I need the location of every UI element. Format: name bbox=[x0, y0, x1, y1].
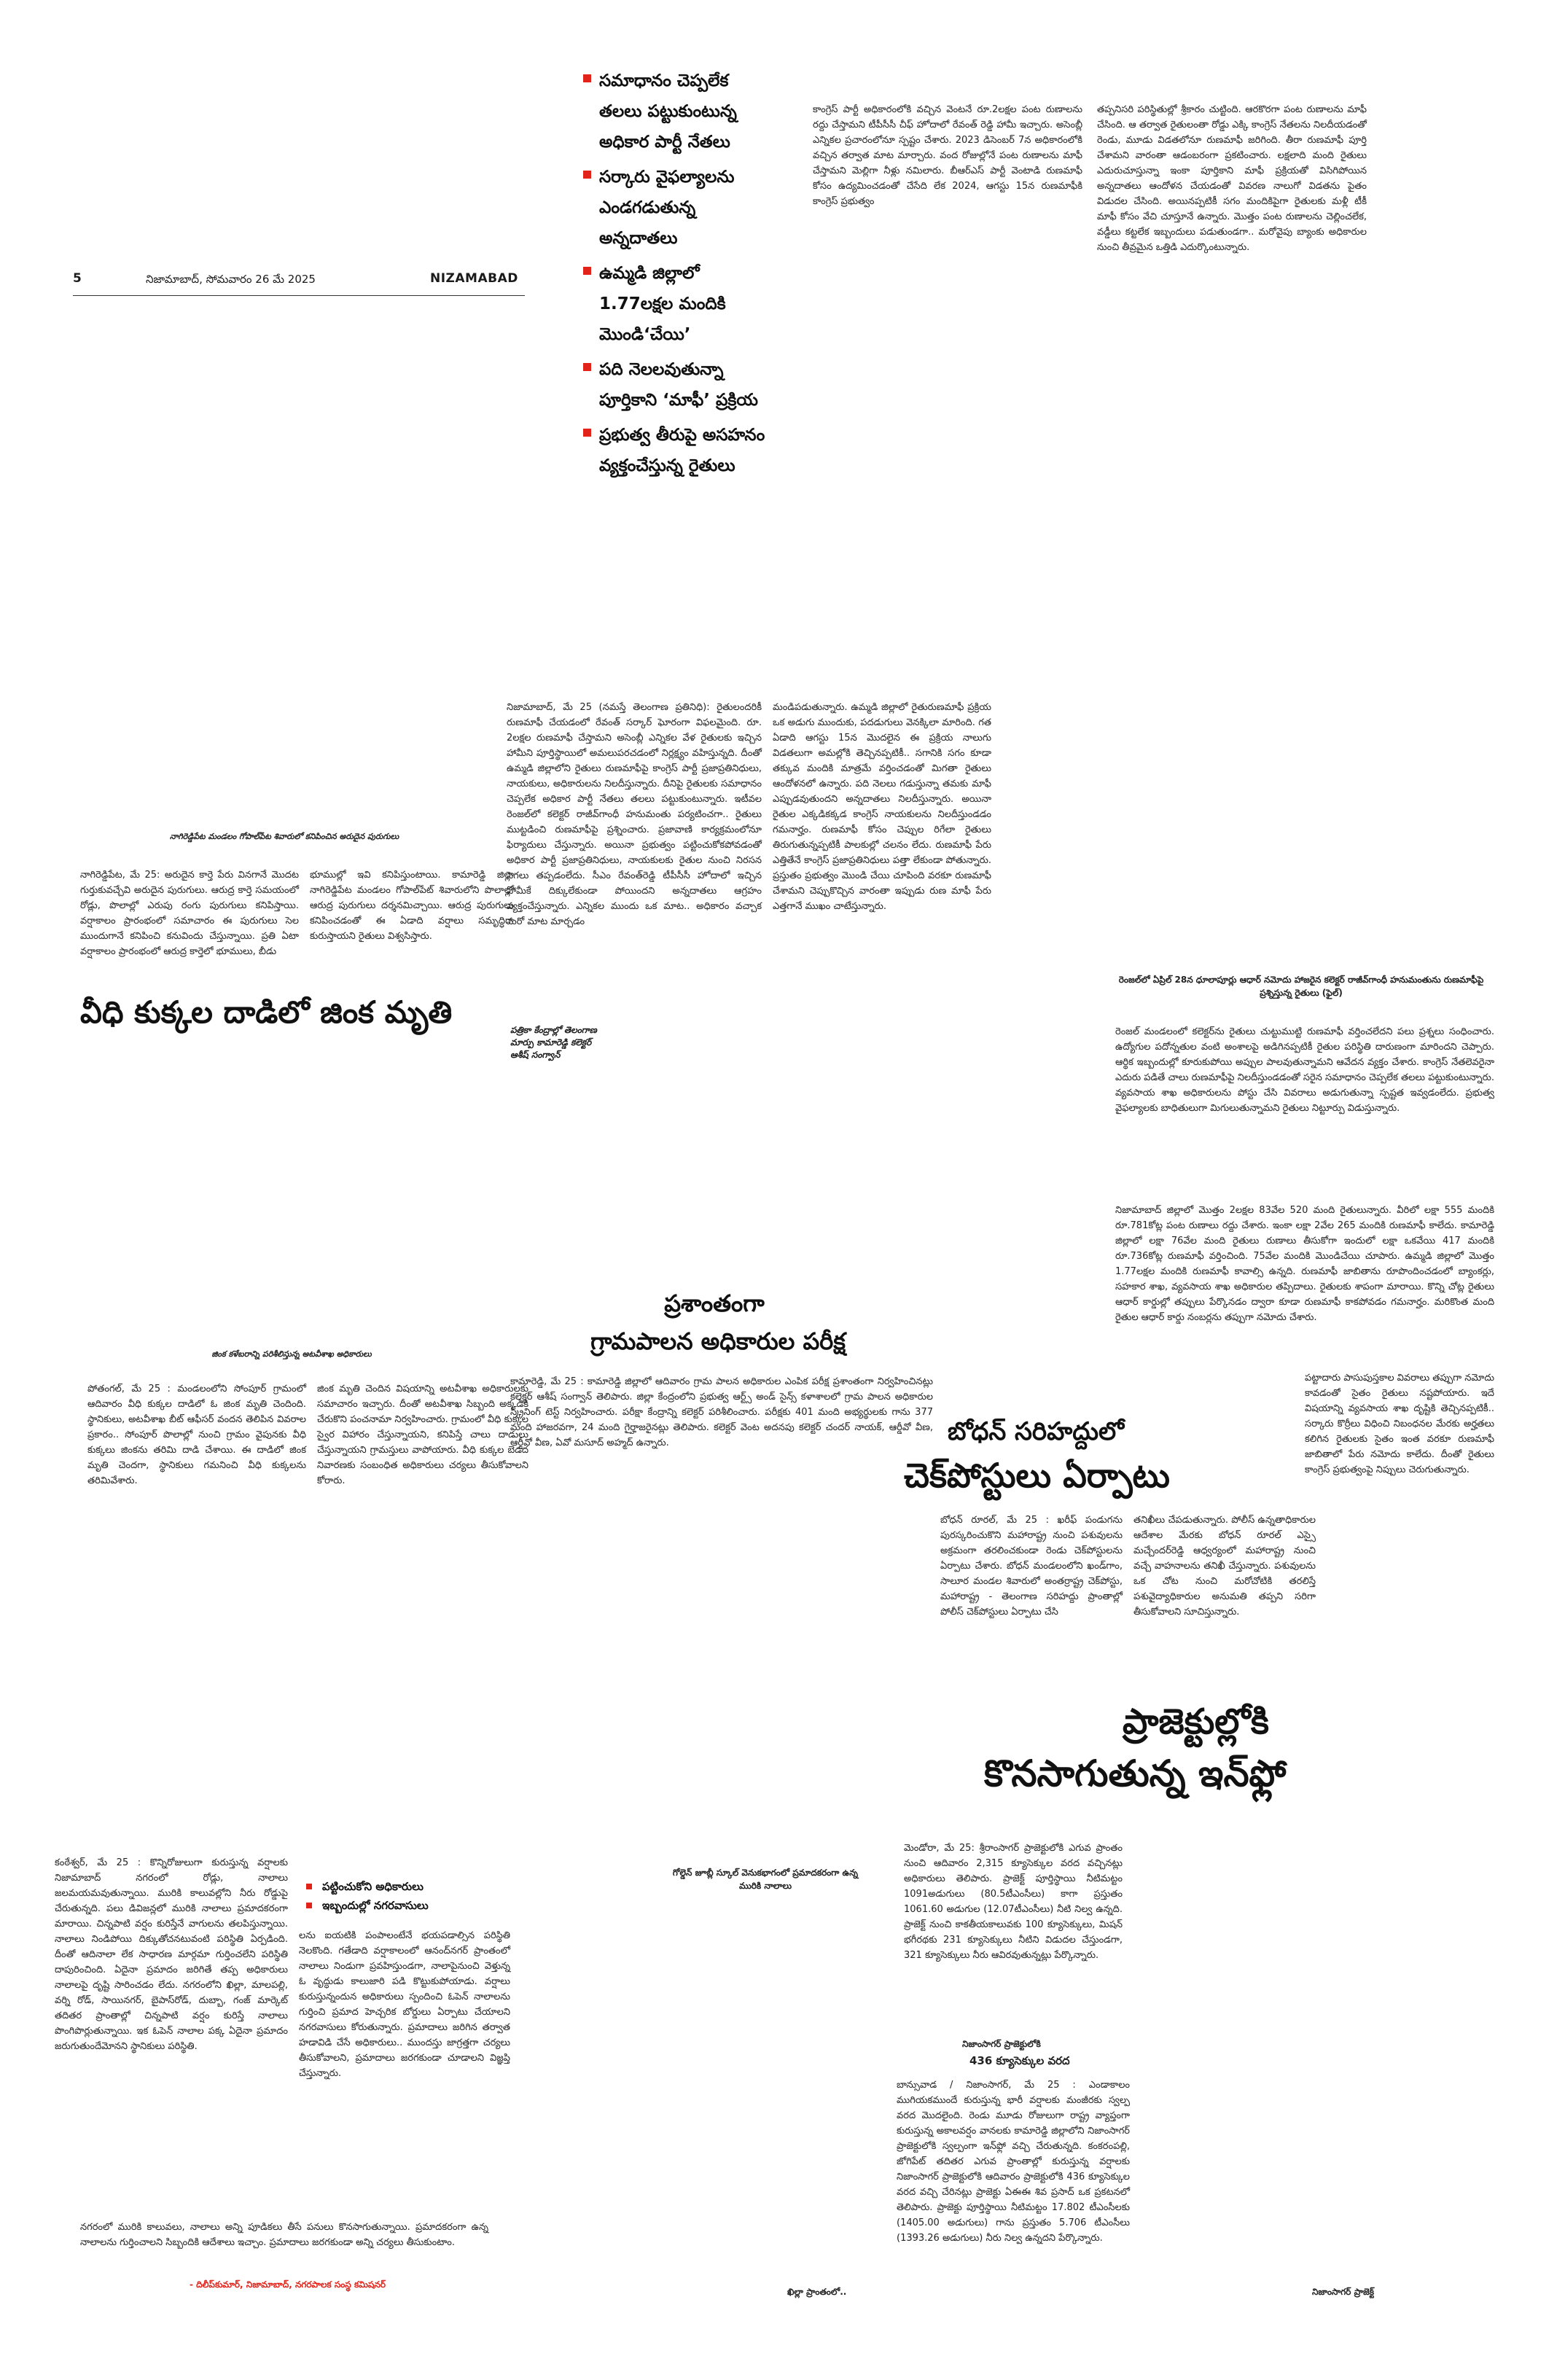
stats-story-col-a: నిజామాబాద్ జిల్లాలో మొత్తం 2లక్షల 83వేల … bbox=[1115, 1205, 1494, 1323]
top-story-col-a: కాంగ్రెస్ పార్టీ అధికారంలోకి వచ్చిన వెంట… bbox=[813, 104, 1082, 207]
checkpost-col-a: బోధన్ రూరల్, మే 25 : ఖరీఫ్ పండుగను పురస్… bbox=[940, 1515, 1123, 1618]
inflow-headline-2: కొనసాగుతున్న ఇన్‌ఫ్లో bbox=[984, 1752, 1287, 1795]
checkpost-headline-1: బోధన్ సరిహద్దులో bbox=[948, 1417, 1124, 1446]
drain-col-b: లను ఐయటికి పంపాలంటేనే భయపడాల్సిన పరిస్థి… bbox=[299, 1930, 510, 2079]
highlight-1: సమాధానం చెప్పలేక తలలు పట్టుకుంటున్న అధిక… bbox=[583, 66, 769, 157]
drain-highlights: పట్టించుకోని అధికారులు ఇబ్బందుల్లో నగరవా… bbox=[306, 1877, 510, 1915]
inflow-col-a: మెండోరా, మే 25: శ్రీరాంసాగర్ ప్రాజెక్టుల… bbox=[904, 1843, 1123, 1961]
page-number: 5 bbox=[73, 271, 82, 286]
insect-col-a: నాగిరెడ్డిపేట, మే 25: అరుదైన కార్తె పేరు… bbox=[80, 870, 299, 957]
checkpost-headline-2: చెక్‌పోస్టులు ఏర్పాటు bbox=[904, 1456, 1170, 1495]
drain-quote-credit: - దిలీప్‌కుమార్, నిజామాబాద్, నగరపాలక సంస… bbox=[190, 2278, 510, 2291]
inflow-headline-1: ప్రాజెక్టుల్లోకి bbox=[1123, 1701, 1269, 1742]
highlight-3: ఉమ్మడి జిల్లాలో 1.77లక్షల మందికి మొండి‘చ… bbox=[583, 258, 769, 350]
insect-kicker: నాగిరెడ్డిపేట మండలం గోపాల్‌పేట శివారులో … bbox=[169, 832, 399, 841]
insect-col-b: భూముల్లో ఇవి కనిపిస్తుంటాయి. కామారెడ్డి … bbox=[310, 870, 514, 942]
inflow-sub-1: నిజాంసాగర్ ప్రాజెక్టులోకి bbox=[962, 2039, 1041, 2049]
drain-highlight-2: ఇబ్బందుల్లో నగరవాసులు bbox=[306, 1896, 510, 1915]
highlight-4: పది నెలలవుతున్నా పూర్తికాని ‘మాఫీ’ ప్రక్… bbox=[583, 354, 769, 415]
highlight-5: ప్రభుత్వ తీరుపై అసహనం వ్యక్తంచేస్తున్న ర… bbox=[583, 420, 769, 481]
section-name: NIZAMABAD bbox=[430, 271, 518, 286]
drain-highlight-1: పట్టించుకోని అధికారులు bbox=[306, 1877, 510, 1896]
drain-quote-credit-text: - దిలీప్‌కుమార్, నిజామాబాద్, నగరపాలక సంస… bbox=[190, 2279, 386, 2290]
renjal-story-col: రెంజల్ మండలంలో కలెక్టర్‌ను రైతులు చుట్టు… bbox=[1115, 1026, 1494, 1114]
deer-col-a: పోతంగల్, మే 25 : మండలంలోని సోంపూర్ గ్రామ… bbox=[87, 1384, 306, 1486]
exam-headline-2: గ్రామపాలన అధికారుల పరీక్ష bbox=[590, 1327, 846, 1355]
inflow-sub-2: 436 క్యూసెక్కుల వరద bbox=[969, 2054, 1070, 2067]
inflow-col-b: బాన్సువాడ / నిజాంసాగర్, మే 25 : ఎండాకాలం… bbox=[897, 2080, 1130, 2244]
main-story-col-a: నిజామాబాద్, మే 25 (నమస్తే తెలంగాణ ప్రతిన… bbox=[507, 702, 762, 927]
highlight-2: సర్కారు వైఫల్యాలను ఎండగడుతున్న అన్నదాతలు bbox=[583, 162, 769, 254]
top-story-highlights: సమాధానం చెప్పలేక తలలు పట్టుకుంటున్న అధిక… bbox=[583, 66, 769, 485]
drain-photo-caption-1: గోల్డెన్ జూబ్లీ స్కూల్ వెనుకభాగంలో ప్రమా… bbox=[672, 1868, 859, 1891]
deer-col-b: జింక మృతి చెందిన విషయాన్ని అటవీశాఖ అధికా… bbox=[317, 1384, 528, 1486]
deer-photo-kicker: జింక కళేబరాన్ని పరిశీలిస్తున్న అటవీశాఖ అ… bbox=[211, 1349, 372, 1359]
drain-quote: నగరంలో మురికి కాలువలు, నాలాలు అన్ని పూడి… bbox=[80, 2222, 488, 2248]
exam-story-body: కామారెడ్డి, మే 25 : కామారెడ్డి జిల్లాలో … bbox=[510, 1376, 933, 1448]
renjal-photo-caption: రెంజల్‌లో ఏప్రిల్ 28న ధూలాపూర్లు ఆధార్ న… bbox=[1118, 975, 1484, 998]
folio-rule bbox=[73, 295, 525, 296]
top-story-col-b: తప్పనిసరి పరిస్థితుల్లో శ్రీకారం చుట్టిం… bbox=[1097, 104, 1367, 253]
inflow-photo-caption: నిజాంసాగర్ ప్రాజెక్ట్ bbox=[1312, 2287, 1374, 2297]
stats-story-col-b: పట్టాదారు పాసుపుస్తకాల వివరాలు తప్పుగా న… bbox=[1305, 1373, 1494, 1475]
main-story-col-b: మండిపడుతున్నారు. ఉమ్మడి జిల్లాలో రైతురుణ… bbox=[773, 702, 991, 912]
folio-date: నిజామాబాద్, సోమవారం 26 మే 2025 bbox=[146, 273, 316, 286]
exam-headline-1: ప్రశాంతంగా bbox=[664, 1290, 765, 1317]
deer-headline: వీధి కుక్కల దాడిలో జింక మృతి bbox=[80, 994, 453, 1030]
drain-photo-caption-2: ఖిల్లా ప్రాంతంలో.. bbox=[787, 2287, 847, 2297]
checkpost-col-b: తనిఖీలు చేపడుతున్నారు. పోలీస్ ఉన్నతాధికా… bbox=[1133, 1515, 1316, 1618]
drain-col-a: కంఠేశ్వర్, మే 25 : కొన్నిరోజులుగా కురుస్… bbox=[55, 1857, 288, 2052]
main-story-byline: పత్రికా కేంద్రాల్లో తెలంగాణ మార్పు కామార… bbox=[510, 1025, 597, 1060]
